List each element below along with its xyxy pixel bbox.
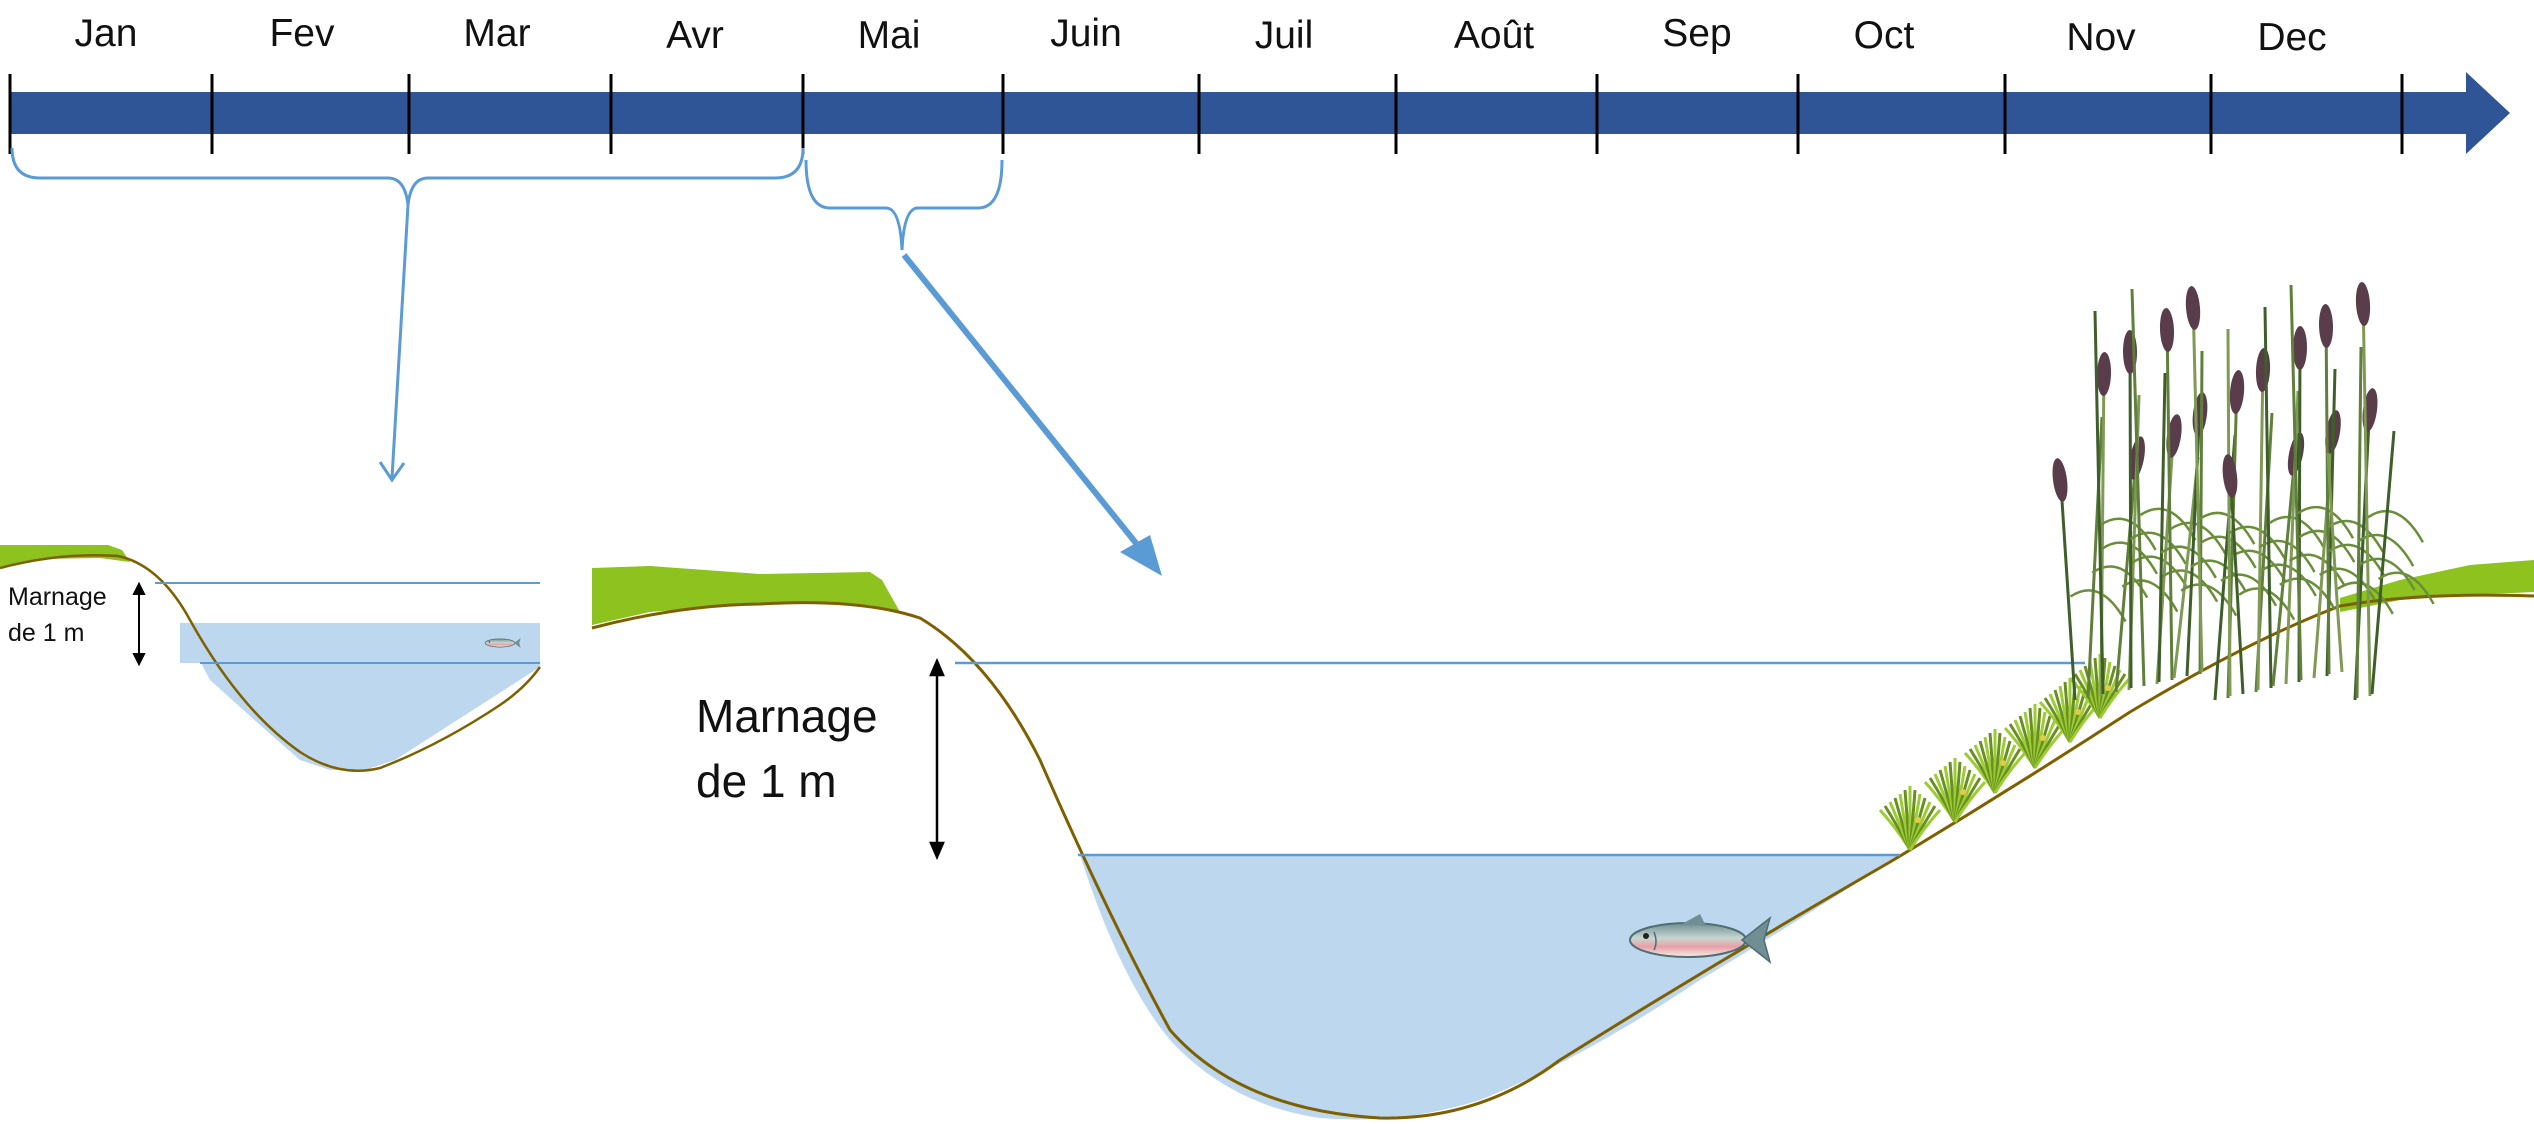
winter-bracket [10,147,805,206]
month-label-juil: Juil [1255,14,1314,57]
reed-plume [2362,388,2378,432]
reed-plume [2222,454,2238,498]
reed-stem [2165,319,2174,681]
reed-plume [2255,348,2271,392]
winter-lake-profile: Marnage de 1 m [0,545,542,773]
month-label-avr: Avr [666,14,724,57]
month-label-oct: Oct [1854,14,1915,57]
reed-stem [2370,430,2396,695]
reed-stem [2361,293,2372,697]
winter-ground-line [0,553,542,773]
reed-plant-icon [2052,282,2435,701]
reed-stem [2058,469,2077,701]
reed-stem [2324,315,2331,675]
timeline-bar [10,92,2478,134]
reed-stem [2326,452,2344,673]
month-label-juin: Juin [1050,12,1122,55]
month-label-dec: Dec [2257,16,2326,59]
month-label-fev: Fev [269,12,335,55]
winter-range-arrow [132,581,146,667]
reed-stem [2093,310,2105,695]
reed-plume [2318,304,2334,348]
reed-plume [2159,308,2175,352]
reed-stem [2256,359,2265,691]
winter-arrow [378,204,410,483]
summer-water [1080,855,1900,1120]
reed-stem [2263,306,2273,689]
reed-stem [2355,346,2363,699]
reed-stem [2226,328,2232,697]
month-label-aout: Août [1454,14,1534,57]
shore-plant [1923,758,1987,823]
reed-plume [2229,370,2245,414]
shore-plant [1963,729,2027,794]
summer-arrow [901,253,1162,576]
fish-icon [484,638,521,648]
shore-plant [2003,704,2067,769]
summer-marnage-label-line1: Marnage [696,690,878,742]
timeline: Jan Fev Mar Avr Mai Juin Juil Août Sep O… [8,12,2510,154]
reed-plume [2052,458,2068,502]
month-label-nov: Nov [2066,16,2136,59]
month-label-jan: Jan [75,12,138,55]
shore-plant [1878,786,1942,851]
reed-stem [2086,416,2104,699]
reed-plume [2096,352,2112,396]
reed-stem [2284,390,2300,685]
timeline-arrowhead [2466,72,2510,154]
winter-water-top [180,623,540,663]
reed-plume [2166,414,2182,458]
summer-grass-left [592,566,900,625]
summer-marnage-label-line2: de 1 m [696,755,837,807]
reed-plume [2185,286,2201,330]
winter-marnage-label-line2: de 1 m [8,619,84,647]
winter-marnage-label-line1: Marnage [8,583,107,611]
summer-ground-line [591,593,2534,1120]
fish-icon [1629,914,1772,964]
month-label-mai: Mai [858,14,921,57]
reed-stem [2185,403,2202,677]
summer-bracket [804,159,1004,251]
reed-stem [2157,372,2167,683]
reed-stem [2289,284,2303,681]
timeline-month-labels: Jan Fev Mar Avr Mai Juin Juil Août Sep O… [75,12,2327,59]
month-label-sep: Sep [1662,12,1731,55]
reed-stem [2130,288,2146,687]
summer-range-arrow [929,657,945,861]
month-label-mar: Mar [463,12,530,55]
reed-stem [2128,341,2133,689]
timeline-ticks [8,74,2404,154]
reed-stem [2312,421,2335,679]
reed-plume [2355,282,2371,326]
reed-plume [2192,392,2208,436]
summer-lake-profile: Marnage de 1 m [591,282,2534,1120]
shore-plants-icon [1878,654,2132,851]
reed-plume [2292,326,2308,370]
reed-stem [2191,297,2204,673]
